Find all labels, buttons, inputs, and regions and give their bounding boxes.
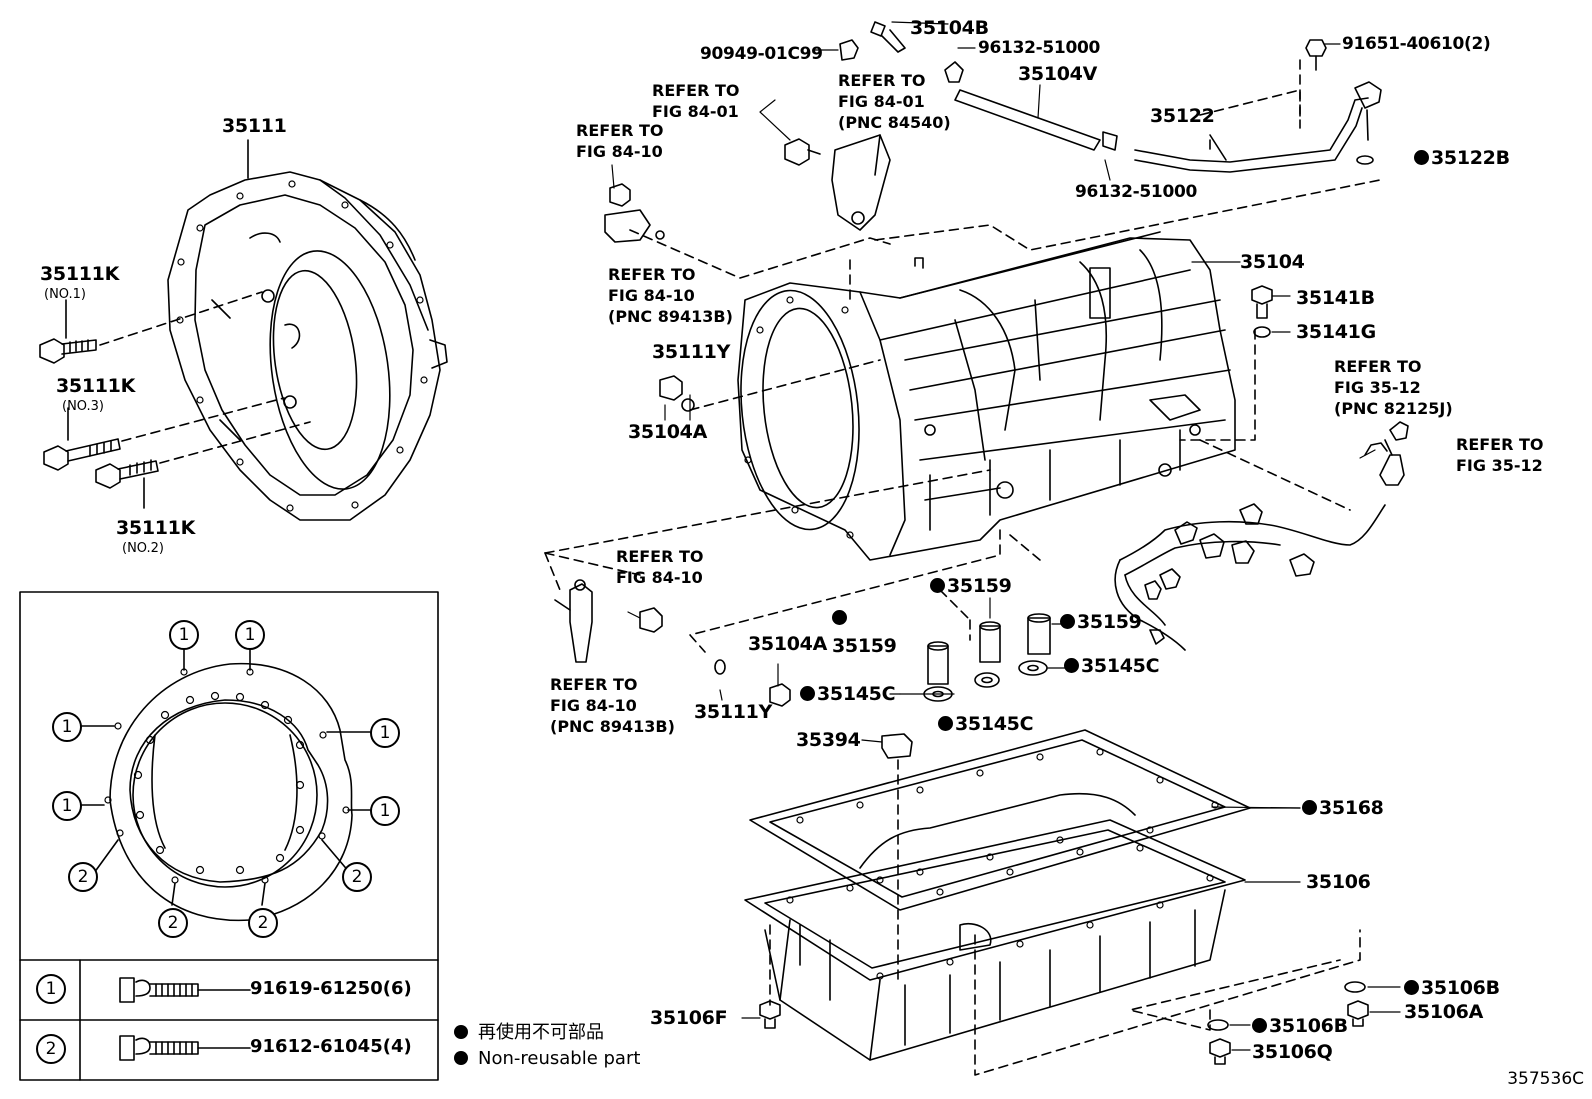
label-35111K-no3-note: (NO.3) <box>62 399 104 414</box>
housing-bolts <box>39 139 311 509</box>
label-35159-c: 35159 <box>1060 612 1142 633</box>
non-reusable-dot <box>938 716 953 731</box>
wire-harness <box>1114 421 1409 651</box>
legend-dot <box>454 1051 468 1065</box>
non-reusable-dot <box>1060 614 1075 629</box>
flange-marker-1-top-right: 1 <box>235 620 265 650</box>
case-guides <box>544 179 1381 653</box>
non-reusable-dot <box>1064 658 1079 673</box>
non-reusable-dot <box>832 610 847 625</box>
label-35394: 35394 <box>796 729 861 751</box>
legend-japanese: 再使用不可部品 <box>454 1020 604 1046</box>
non-reusable-dot <box>1414 150 1429 165</box>
non-reusable-dot <box>1404 980 1419 995</box>
reference-fig-84-01: REFER TO FIG 84-01 <box>652 81 740 121</box>
drain-plug-parts <box>741 981 1401 1065</box>
label-35145C-a: 35145C <box>1064 656 1160 677</box>
lower-sensors <box>554 579 791 707</box>
table-part-91619-61250: 91619-61250(6) <box>250 978 412 999</box>
label-35106Q: 35106Q <box>1252 1041 1333 1063</box>
label-90949-01C99: 90949-01C99 <box>700 44 823 64</box>
figure-code: 357536C <box>1507 1069 1584 1089</box>
flange-marker-1-top-left: 1 <box>169 620 199 650</box>
flange-marker-1-left-lower: 1 <box>52 791 82 821</box>
label-35106: 35106 <box>1306 871 1371 893</box>
label-35159-a: 35159 <box>930 576 1012 597</box>
reference-fig-84-10-top: REFER TO FIG 84-10 <box>576 121 664 161</box>
label-35159-b <box>832 608 849 629</box>
label-35104V: 35104V <box>1018 63 1098 85</box>
flange-marker-2-bottom-left: 2 <box>158 908 188 938</box>
transmission-case <box>737 231 1236 561</box>
oil-pan <box>744 819 1301 1061</box>
label-35111K-no2-note: (NO.2) <box>122 541 164 556</box>
filter <box>861 733 913 981</box>
oil-tube <box>1134 39 1382 173</box>
converter-housing <box>167 171 448 521</box>
non-reusable-dot <box>1302 800 1317 815</box>
non-reusable-dot <box>930 578 945 593</box>
label-35106F: 35106F <box>650 1007 728 1029</box>
flange-marker-1-right-lower: 1 <box>370 796 400 826</box>
reference-fig-84-10-pnc-bottom: REFER TO FIG 84-10 (PNC 89413B) <box>550 675 675 736</box>
label-91651-40610: 91651-40610(2) <box>1342 34 1491 54</box>
label-35111K-no2: 35111K <box>116 517 196 539</box>
label-35111: 35111 <box>222 115 287 137</box>
label-35111Y-lower: 35111Y <box>694 701 773 723</box>
legend-english: Non-reusable part <box>454 1046 640 1072</box>
label-96132-51000-top: 96132-51000 <box>978 38 1101 58</box>
reference-fig-84-10-mid: REFER TO FIG 84-10 <box>616 547 704 587</box>
flange-marker-2-bottom-right: 2 <box>248 908 278 938</box>
reference-fig-35-12: REFER TO FIG 35-12 <box>1456 435 1544 475</box>
label-35104B: 35104B <box>910 17 989 39</box>
label-35111K-no1-note: (NO.1) <box>44 287 86 302</box>
label-35106B-a: 35106B <box>1404 978 1500 999</box>
label-35122B: 35122B <box>1414 148 1510 169</box>
label-35106A: 35106A <box>1404 1001 1484 1023</box>
legend-dot <box>454 1025 468 1039</box>
label-35122: 35122 <box>1150 105 1215 127</box>
label-35145C-b: 35145C <box>800 684 896 705</box>
reference-fig-84-10-pnc-top: REFER TO FIG 84-10 (PNC 89413B) <box>608 265 733 326</box>
pan-gasket <box>749 729 1301 911</box>
label-35111K-no3: 35111K <box>56 375 136 397</box>
label-35168: 35168 <box>1302 798 1384 819</box>
reference-fig-84-01-pnc: REFER TO FIG 84-01 (PNC 84540) <box>838 71 951 132</box>
drain-plugs <box>769 924 1361 1076</box>
label-35111K-no1: 35111K <box>40 263 120 285</box>
leader-lines <box>689 261 1376 809</box>
label-35145C-c: 35145C <box>938 714 1034 735</box>
label-35141B: 35141B <box>1296 287 1375 309</box>
label-35104: 35104 <box>1240 251 1305 273</box>
flange-marker-2-right: 2 <box>342 862 372 892</box>
label-96132-51000-bottom: 96132-51000 <box>1075 182 1198 202</box>
flange-marker-1-right-upper: 1 <box>370 718 400 748</box>
non-reusable-dot <box>1252 1018 1267 1033</box>
label-35141G: 35141G <box>1296 321 1376 343</box>
flange-marker-1-left-upper: 1 <box>52 712 82 742</box>
label-35111Y-upper: 35111Y <box>652 341 731 363</box>
table-marker-1: 1 <box>36 974 66 1004</box>
inset-box <box>19 591 439 1081</box>
pistons <box>899 597 1071 702</box>
label-35159-b-text: 35159 <box>832 635 897 657</box>
bolt-35141 <box>1251 285 1291 338</box>
reference-fig-35-12-pnc: REFER TO FIG 35-12 (PNC 82125J) <box>1334 357 1453 418</box>
label-35104A-lower: 35104A <box>748 633 828 655</box>
non-reusable-dot <box>800 686 815 701</box>
table-part-91612-61045: 91612-61045(4) <box>250 1036 412 1057</box>
hose-parts <box>814 21 1118 181</box>
sensors-top <box>604 99 891 421</box>
label-35106B-b: 35106B <box>1252 1016 1348 1037</box>
flange-marker-2-left: 2 <box>68 862 98 892</box>
label-35104A-upper: 35104A <box>628 421 708 443</box>
table-marker-2: 2 <box>36 1034 66 1064</box>
